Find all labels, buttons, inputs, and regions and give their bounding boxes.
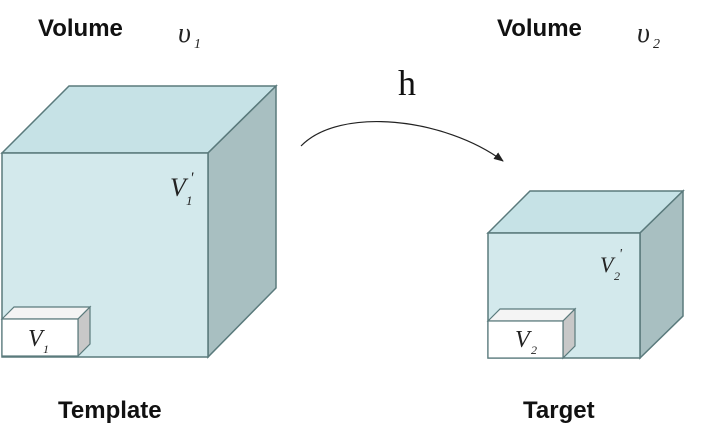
target-caption: Target bbox=[523, 397, 595, 424]
template-caption: Template bbox=[58, 397, 162, 424]
target-subvolume-box bbox=[486, 307, 577, 360]
template-subvolume-top bbox=[0, 306, 92, 320]
template-subvolume-box bbox=[0, 305, 92, 358]
right-volume-label: Volume bbox=[497, 15, 582, 42]
target-subvolume-subscript: 2 bbox=[531, 343, 537, 357]
right-volume-symbol: υ bbox=[637, 18, 650, 49]
target-cube-subscript: 2 bbox=[614, 269, 620, 283]
target-subvolume-top bbox=[486, 308, 577, 322]
target-cube-label: V bbox=[600, 252, 616, 277]
template-cube-prime: ' bbox=[190, 170, 194, 187]
transform-arrow bbox=[300, 121, 504, 162]
template-cube-subscript: 1 bbox=[186, 193, 193, 208]
left-volume-subscript: 1 bbox=[194, 37, 201, 52]
template-subvolume-front bbox=[1, 318, 79, 357]
left-volume-label: Volume bbox=[38, 15, 123, 42]
target-cube-prime: ' bbox=[619, 247, 623, 262]
template-subvolume-label: V bbox=[28, 326, 45, 352]
target-subvolume-front bbox=[487, 320, 564, 359]
transform-label: h bbox=[398, 63, 416, 103]
target-subvolume-label: V bbox=[515, 327, 532, 353]
template-subvolume-subscript: 1 bbox=[43, 342, 49, 356]
right-volume-subscript: 2 bbox=[653, 37, 660, 52]
template-cube-label: V bbox=[170, 173, 189, 202]
left-volume-symbol: υ bbox=[178, 18, 191, 49]
